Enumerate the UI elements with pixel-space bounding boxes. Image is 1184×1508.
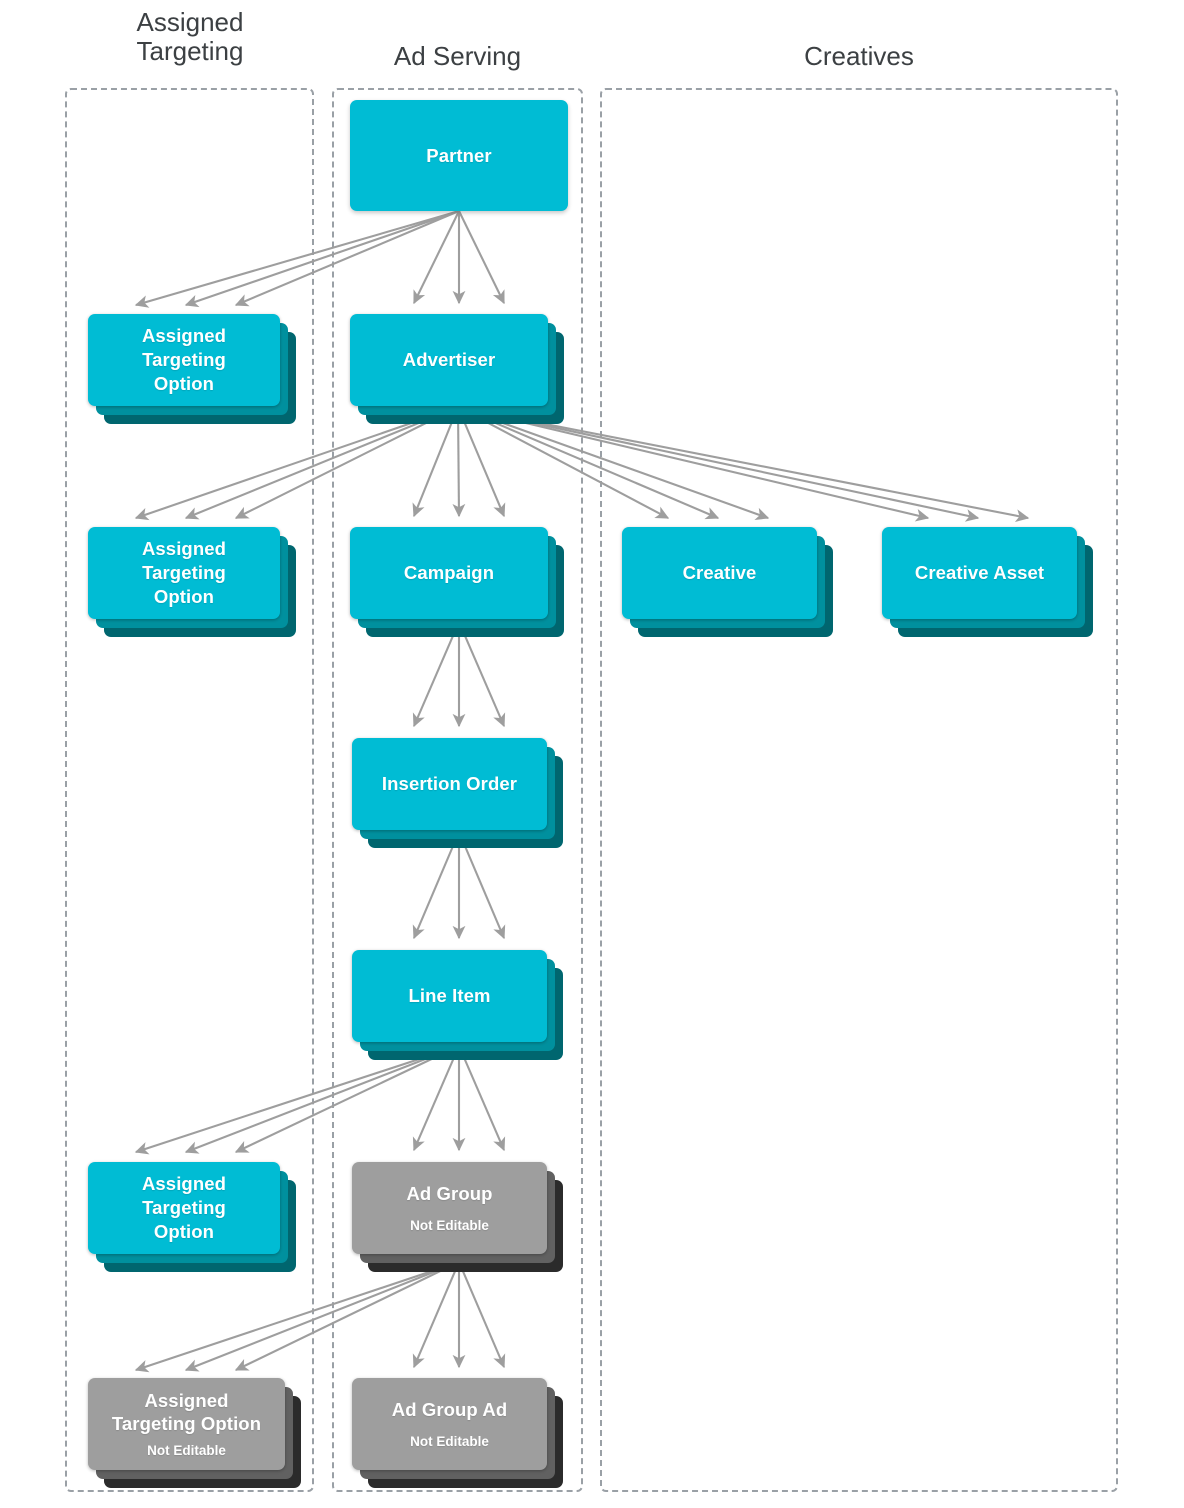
node-status-label: Not Editable xyxy=(147,1443,226,1459)
node-title: Ad Group xyxy=(406,1182,493,1204)
node-status-label: Not Editable xyxy=(410,1434,489,1450)
node-face: Creative Asset xyxy=(882,527,1077,619)
node-face: Insertion Order xyxy=(352,738,547,830)
node-line-item[interactable]: Line Item xyxy=(352,950,567,1060)
node-ad-group-ad[interactable]: Ad Group Ad Not Editable xyxy=(352,1378,567,1488)
column-header-creatives: Creatives xyxy=(804,41,914,71)
column-container-ad-serving xyxy=(332,88,583,1492)
node-ad-group[interactable]: Ad Group Not Editable xyxy=(352,1162,567,1272)
node-title: Advertiser xyxy=(402,349,496,371)
node-partner-title: Partner xyxy=(426,144,492,166)
node-face: Advertiser xyxy=(350,314,548,406)
node-creative[interactable]: Creative xyxy=(622,527,837,637)
column-container-creatives xyxy=(600,88,1118,1492)
column-header-ad-serving: Ad Serving xyxy=(393,41,522,71)
node-face: Campaign xyxy=(350,527,548,619)
node-advertiser[interactable]: Advertiser xyxy=(350,314,568,424)
column-container-assigned-targeting xyxy=(65,88,314,1492)
node-title: Creative xyxy=(682,562,757,584)
node-partner[interactable]: Partner xyxy=(350,100,568,211)
node-status-label: Not Editable xyxy=(410,1218,489,1234)
node-creative-asset[interactable]: Creative Asset xyxy=(882,527,1097,637)
node-campaign[interactable]: Campaign xyxy=(350,527,568,637)
node-title: Line Item xyxy=(408,985,491,1007)
node-title: Insertion Order xyxy=(381,773,518,795)
node-face: Creative xyxy=(622,527,817,619)
node-title: Creative Asset xyxy=(914,562,1045,584)
node-face: Line Item xyxy=(352,950,547,1042)
node-partner-face: Partner xyxy=(350,100,568,211)
column-header-assigned-targeting: Assigned Targeting xyxy=(136,7,244,67)
node-title: Campaign xyxy=(403,562,495,584)
node-insertion-order[interactable]: Insertion Order xyxy=(352,738,567,848)
node-face: Ad Group Ad Not Editable xyxy=(352,1378,547,1470)
node-face: Ad Group Not Editable xyxy=(352,1162,547,1254)
node-title: Ad Group Ad xyxy=(391,1398,508,1420)
